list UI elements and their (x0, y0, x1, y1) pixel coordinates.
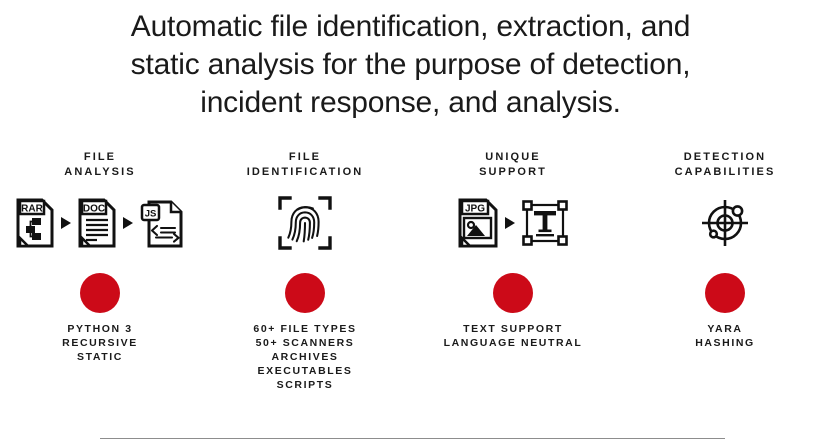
headline-line-3: incident response, and analysis. (200, 86, 621, 119)
process-timeline: FILE ANALYSIS RAR (0, 150, 821, 439)
stage-caption: YARA HASHING (695, 323, 755, 349)
svg-text:JS: JS (145, 209, 157, 220)
svg-text:DOC: DOC (83, 204, 105, 215)
stage-icon-group (620, 192, 821, 254)
arrow-right-icon (505, 217, 515, 229)
stage-caption: TEXT SUPPORT LANGUAGE NEUTRAL (443, 323, 583, 349)
stage-icon-group (200, 192, 410, 254)
svg-text:JPG: JPG (465, 204, 485, 215)
arrow-right-icon (123, 217, 133, 229)
stage-title: FILE IDENTIFICATION (246, 151, 364, 178)
stage-icon-group: JPG (408, 192, 618, 254)
headline-line-1: Automatic file identification, extractio… (130, 10, 691, 43)
target-crosshair-icon (699, 197, 751, 249)
page-headline: Automatic file identification, extractio… (0, 8, 821, 122)
timeline-stage-unique-support[interactable]: UNIQUE SUPPORT JPG (408, 150, 618, 349)
timeline-dot (285, 273, 325, 313)
svg-text:RAR: RAR (21, 204, 43, 215)
js-file-icon: JS (140, 197, 184, 249)
timeline-dot (493, 273, 533, 313)
stage-caption: 60+ FILE TYPES 50+ SCANNERS ARCHIVES EXE… (253, 323, 357, 391)
text-selection-icon (522, 200, 568, 246)
arrow-right-icon (61, 217, 71, 229)
timeline-dot (705, 273, 745, 313)
jpg-file-icon: JPG (458, 198, 498, 248)
stage-title: FILE ANALYSIS (64, 151, 136, 178)
timeline-stage-detection-capabilities[interactable]: DETECTION CAPABILITIES YARA HASHING (620, 150, 821, 349)
rar-file-icon: RAR (16, 198, 54, 248)
fingerprint-scan-icon (277, 195, 333, 251)
timeline-dot (80, 273, 120, 313)
stage-title: DETECTION CAPABILITIES (674, 151, 776, 178)
timeline-stage-file-identification[interactable]: FILE IDENTIFICATION (200, 150, 410, 391)
headline-line-2: static analysis for the purpose of detec… (130, 48, 691, 81)
stage-title: UNIQUE SUPPORT (479, 151, 547, 178)
timeline-stage-file-analysis[interactable]: FILE ANALYSIS RAR (0, 150, 205, 363)
doc-file-icon: DOC (78, 198, 116, 248)
stage-icon-group: RAR DOC (0, 192, 205, 254)
stage-caption: PYTHON 3 RECURSIVE STATIC (62, 323, 138, 363)
